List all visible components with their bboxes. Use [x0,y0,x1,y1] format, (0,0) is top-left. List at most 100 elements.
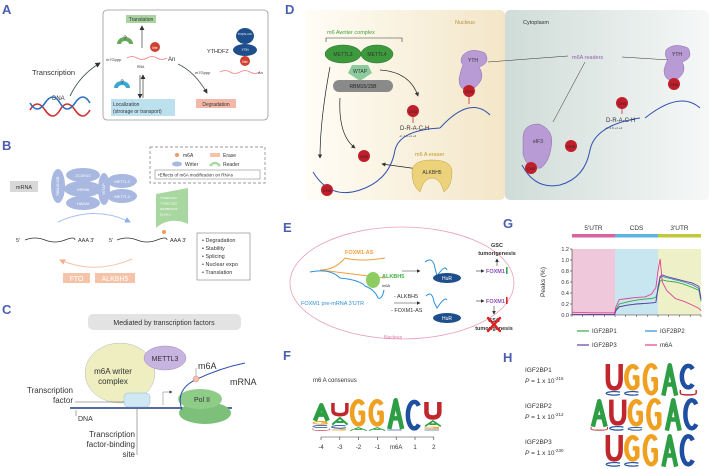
reader-igf2bp: IGF2BP1/2/3 [160,207,178,211]
panel-label: H [503,350,512,365]
logo-letter-c [387,429,402,431]
legend-m6a: m6A [183,153,194,159]
cap-label: m7Gppp [195,70,211,75]
dna-label: DNA [52,96,65,102]
transcription-factor-icon [123,392,151,408]
effects-box [196,232,251,281]
writer-mettl4: METTL4 [114,194,130,199]
mrna-label: mRNA [230,377,257,387]
ch3-label: CH3 [527,166,536,171]
reader-ythdc: YTHDC1/2/3 [160,202,177,206]
reader-leader [552,61,586,123]
m6a-label: m6A [382,283,391,288]
region-bar [658,234,701,238]
y-tick-label: 1.0 [561,258,569,264]
polya-label: An [168,57,175,63]
logo-letter-a [661,433,679,468]
ch3-icon [668,78,680,90]
series-line-m6a [571,258,702,314]
reader-elavl1: ELAVL1 [160,213,171,217]
panel-label: G [503,216,513,231]
rna-strand [219,70,261,74]
effect-item: • Translation [202,270,232,276]
motif-name: IGF2BP2 [525,403,552,410]
legend-box [149,146,266,184]
logo-letter-a [661,362,679,397]
ch3-icon [321,184,333,196]
unknown-reader-icon [117,37,133,44]
panel-d: D Nucleus Cytoplasm m6 Awriter complex M… [285,2,709,200]
foxm1-up-label: FOXM1 [486,269,505,275]
writer-zc3h13: ZC3H13 [76,173,92,178]
localization-label: Localization [113,102,140,108]
logo-tick-label: m6A [390,445,402,451]
legend-label: m6A [660,343,672,349]
legend-label: IGF2BP3 [592,343,617,349]
logo-letter-c [679,434,695,467]
logo-letter-u [424,401,442,420]
motif-pvalue: P = 1 x 10-230 [525,448,564,457]
effect-item: • Splicing [202,254,225,260]
motif-name: IGF2BP3 [525,439,552,446]
foxm1-down-bar [506,297,508,304]
mrna-strand [24,237,76,243]
nucleus-region [305,10,505,200]
series-line-igf2bp1 [572,279,702,315]
ch3-label: CH3 [323,188,332,193]
logo-letter-a [368,427,386,432]
rna-strand [439,107,491,129]
cytoplasm-label: Cytoplasm [523,20,549,26]
translation-badge [126,15,156,23]
tf-label: Transcription [27,386,73,395]
writer-virma: VIRMA [77,187,90,192]
logo-letter-a [331,416,349,426]
legend-label: IGF2BP1 [592,329,617,335]
demethylation-arrow [59,258,133,268]
region-band [572,249,615,315]
tfbs-label-3: site [123,450,136,459]
y-tick-label: 0.0 [561,313,569,319]
writer-wtap: WTAP [101,183,106,195]
logo-letter-a [312,402,330,422]
header-badge [88,314,241,330]
transcription-arrow [69,62,101,97]
logo-letter-c [683,398,699,431]
panel-a: A Transcription DNA Translation ? Me m7G… [2,2,269,121]
pqn-domain-icon [236,28,254,44]
panel-c: C Mediated by transcription factors m6A … [2,302,257,459]
logo-letter-g [624,364,640,391]
tfbs-label: Transcription [89,430,135,439]
alkbh5-eraser-icon [411,159,453,193]
region-bar [615,234,658,238]
legend-label: IGF2BP2 [660,329,685,335]
y-tick-label: 0.6 [561,280,569,286]
eif3-label: eIF3 [533,139,543,145]
writer-bracket [325,37,403,42]
five-prime-label: 5' [16,238,20,244]
motif-name: IGF2BP1 [525,367,552,374]
gsc-label: GSC [488,318,500,324]
logo-letter-u [590,427,608,431]
panel-e: E ALKBH5 FOXM1-AS m6A FOXM1 pre-mRNA 3'U… [283,220,516,341]
mrna-strand [425,293,448,309]
alkbh5-label: ALKBH5 [422,170,441,176]
transcription-label: Transcription [32,68,75,77]
yth-label: YTH [672,52,682,58]
tumorigenesis-label: tumorigenesis [478,251,516,257]
y-tick-label: 1.2 [561,247,569,253]
logo-letter-c [627,427,643,431]
m6a-mark-icon [192,375,200,383]
dna-label: DNA [78,416,93,423]
rna-strand [521,117,641,187]
series-line-igf2bp3 [572,274,702,315]
foxm1-down-label: FOXM1 [486,299,505,305]
ch3-label: CH3 [360,154,369,159]
methyl-label: Me [242,59,248,64]
polya-label: AAA 3' [170,238,186,244]
effects-list: • Degradation • Stability • Splicing • N… [202,238,238,276]
mettl3-label: METTL3 [152,356,179,363]
